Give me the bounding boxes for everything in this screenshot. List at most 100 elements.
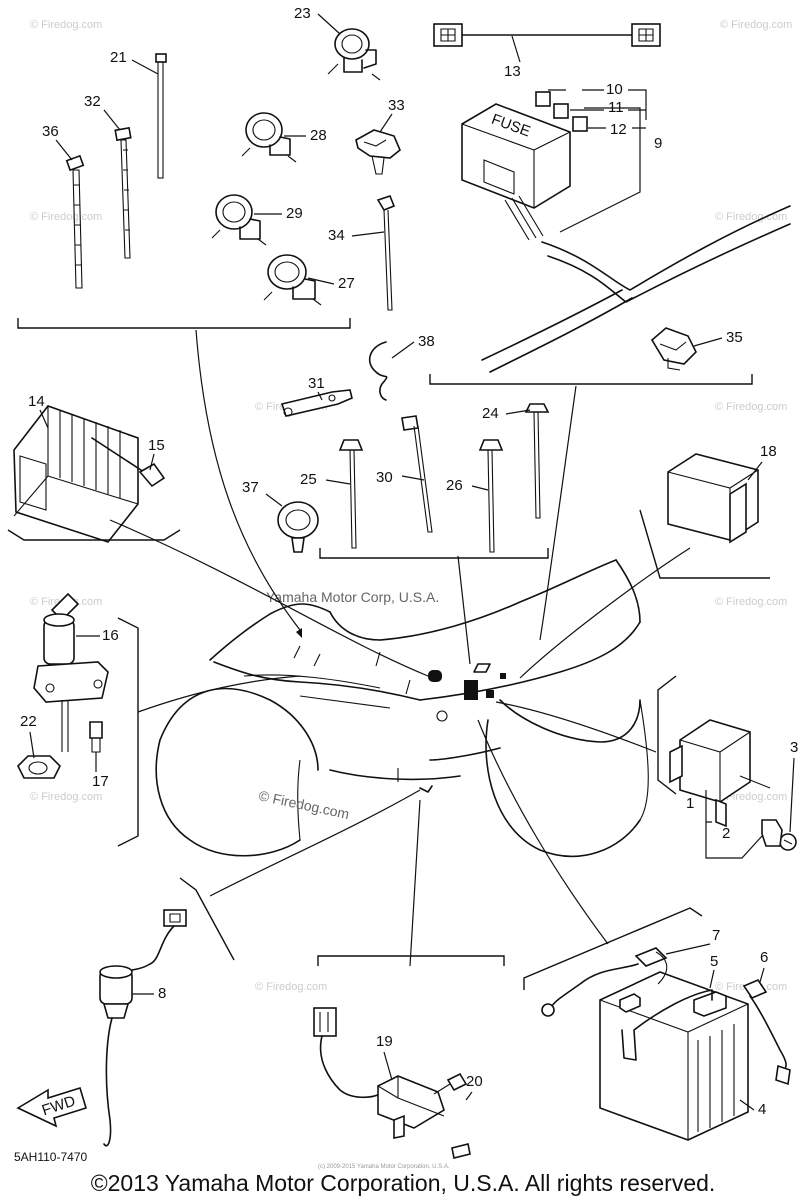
part-23-clamp [327, 28, 381, 81]
group-bracket-16 [117, 617, 139, 847]
watermark-firedog: © Firedog.com [257, 787, 350, 822]
group-bracket-top-right [429, 374, 753, 385]
part-number: 31 [308, 375, 325, 392]
watermark: © Firedog.com [715, 401, 787, 413]
main-wire-harness [481, 205, 791, 373]
part-number: 3 [790, 739, 798, 756]
fwd-arrow-icon: FWD [16, 1086, 87, 1128]
part-18-relay [667, 453, 759, 544]
motorcycle-outline [155, 559, 649, 858]
part-number: 6 [760, 949, 768, 966]
group-bracket-8 [179, 877, 235, 961]
part-30-tie [401, 415, 433, 533]
part-number: 36 [42, 123, 59, 140]
part-9-fuse-box: FUSE [461, 103, 571, 241]
watermark: © Firedog.com [715, 211, 787, 223]
part-number: 24 [482, 405, 499, 422]
part-35-clip [650, 327, 697, 371]
part-number: 37 [242, 479, 259, 496]
group-bracket-14 [7, 529, 181, 541]
part-number: 28 [310, 127, 327, 144]
leader-lines [109, 329, 691, 967]
copyright-notice: ©2013 Yamaha Motor Corporation, U.S.A. A… [90, 1170, 716, 1196]
watermark: © Firedog.com [30, 791, 102, 803]
diagram-code: 5AH110-7470 [14, 1150, 88, 1164]
part-16-main-switch [33, 592, 109, 752]
part-number: 25 [300, 471, 317, 488]
part-number: 18 [760, 443, 777, 460]
parts-10-11-12-fuses [535, 91, 588, 132]
part-number: 10 [606, 81, 623, 98]
group-bracket-center [319, 548, 549, 559]
part-number: 5 [710, 953, 718, 970]
part-28-clamp [241, 112, 297, 163]
part-number: 4 [758, 1101, 766, 1118]
part-19-sender [313, 1007, 445, 1139]
part-number: 35 [726, 329, 743, 346]
group-bracket-18 [639, 509, 770, 579]
part-number: 29 [286, 205, 303, 222]
small-copyright: (c) 2009-2015 Yamaha Motor Corporation, … [318, 1164, 450, 1170]
part-number: 12 [610, 121, 627, 138]
part-number: 7 [712, 927, 720, 944]
part-number: 1 [686, 795, 694, 812]
part-32-cable-tie [114, 126, 132, 259]
group-bracket-top-left [17, 318, 351, 329]
part-1-starter-relay [669, 719, 771, 828]
group-bracket-battery [523, 907, 703, 990]
watermark: © Firedog.com [30, 211, 102, 223]
part-38-clip [368, 341, 388, 401]
part-number: 20 [466, 1073, 483, 1090]
part-number: 34 [328, 227, 345, 244]
part-31-plate [280, 389, 353, 417]
part-13-lead [433, 23, 661, 47]
part-4-battery [599, 971, 749, 1141]
part-29-clamp [211, 194, 267, 246]
watermark-yamaha: Yamaha Motor Corp, U.S.A. [266, 589, 439, 605]
watermark: © Firedog.com [255, 981, 327, 993]
part-number: 23 [294, 5, 311, 22]
part-33-holder [355, 129, 401, 175]
part-number-labels: 23 21 32 36 28 33 29 34 27 13 10 11 12 9… [20, 5, 798, 1118]
part-number: 33 [388, 97, 405, 114]
part-number: 9 [654, 135, 662, 152]
part-number: 21 [110, 49, 127, 66]
part-25-tie [338, 439, 364, 549]
part-number: 38 [418, 333, 435, 350]
part-14-rectifier [13, 405, 139, 543]
part-15-bolt [91, 437, 166, 488]
part-8-sidestand-switch [99, 909, 187, 1147]
part-2-cap [761, 819, 783, 847]
part-number: 26 [446, 477, 463, 494]
part-24-tie [524, 403, 550, 519]
part-5-battery-band [621, 989, 713, 1061]
part-number: 2 [722, 825, 730, 842]
part-20-bolt [433, 1072, 471, 1159]
group-bracket-19 [317, 955, 505, 966]
part-3-bolt [779, 833, 797, 851]
part-number: 19 [376, 1033, 393, 1050]
part-number: 15 [148, 437, 165, 454]
leader-1-2 [705, 790, 763, 859]
part-36-cable-tie [65, 154, 85, 289]
watermark: © Firedog.com [30, 19, 102, 31]
watermark: © Firedog.com [720, 19, 792, 31]
part-number: 13 [504, 63, 521, 80]
part-7-positive-lead [541, 947, 668, 1017]
part-27-clamp [263, 254, 322, 306]
leader-9 [559, 107, 641, 233]
part-number: 32 [84, 93, 101, 110]
part-number: 27 [338, 275, 355, 292]
part-number: 30 [376, 469, 393, 486]
part-22-cover [17, 755, 61, 779]
part-34-tie [376, 195, 396, 311]
part-21-cable-tie [155, 53, 167, 179]
part-26-tie [478, 439, 504, 553]
part-number: 14 [28, 393, 45, 410]
watermark: © Firedog.com [715, 596, 787, 608]
part-37-grommet [277, 501, 319, 553]
part-number: 17 [92, 773, 109, 790]
part-number: 22 [20, 713, 37, 730]
